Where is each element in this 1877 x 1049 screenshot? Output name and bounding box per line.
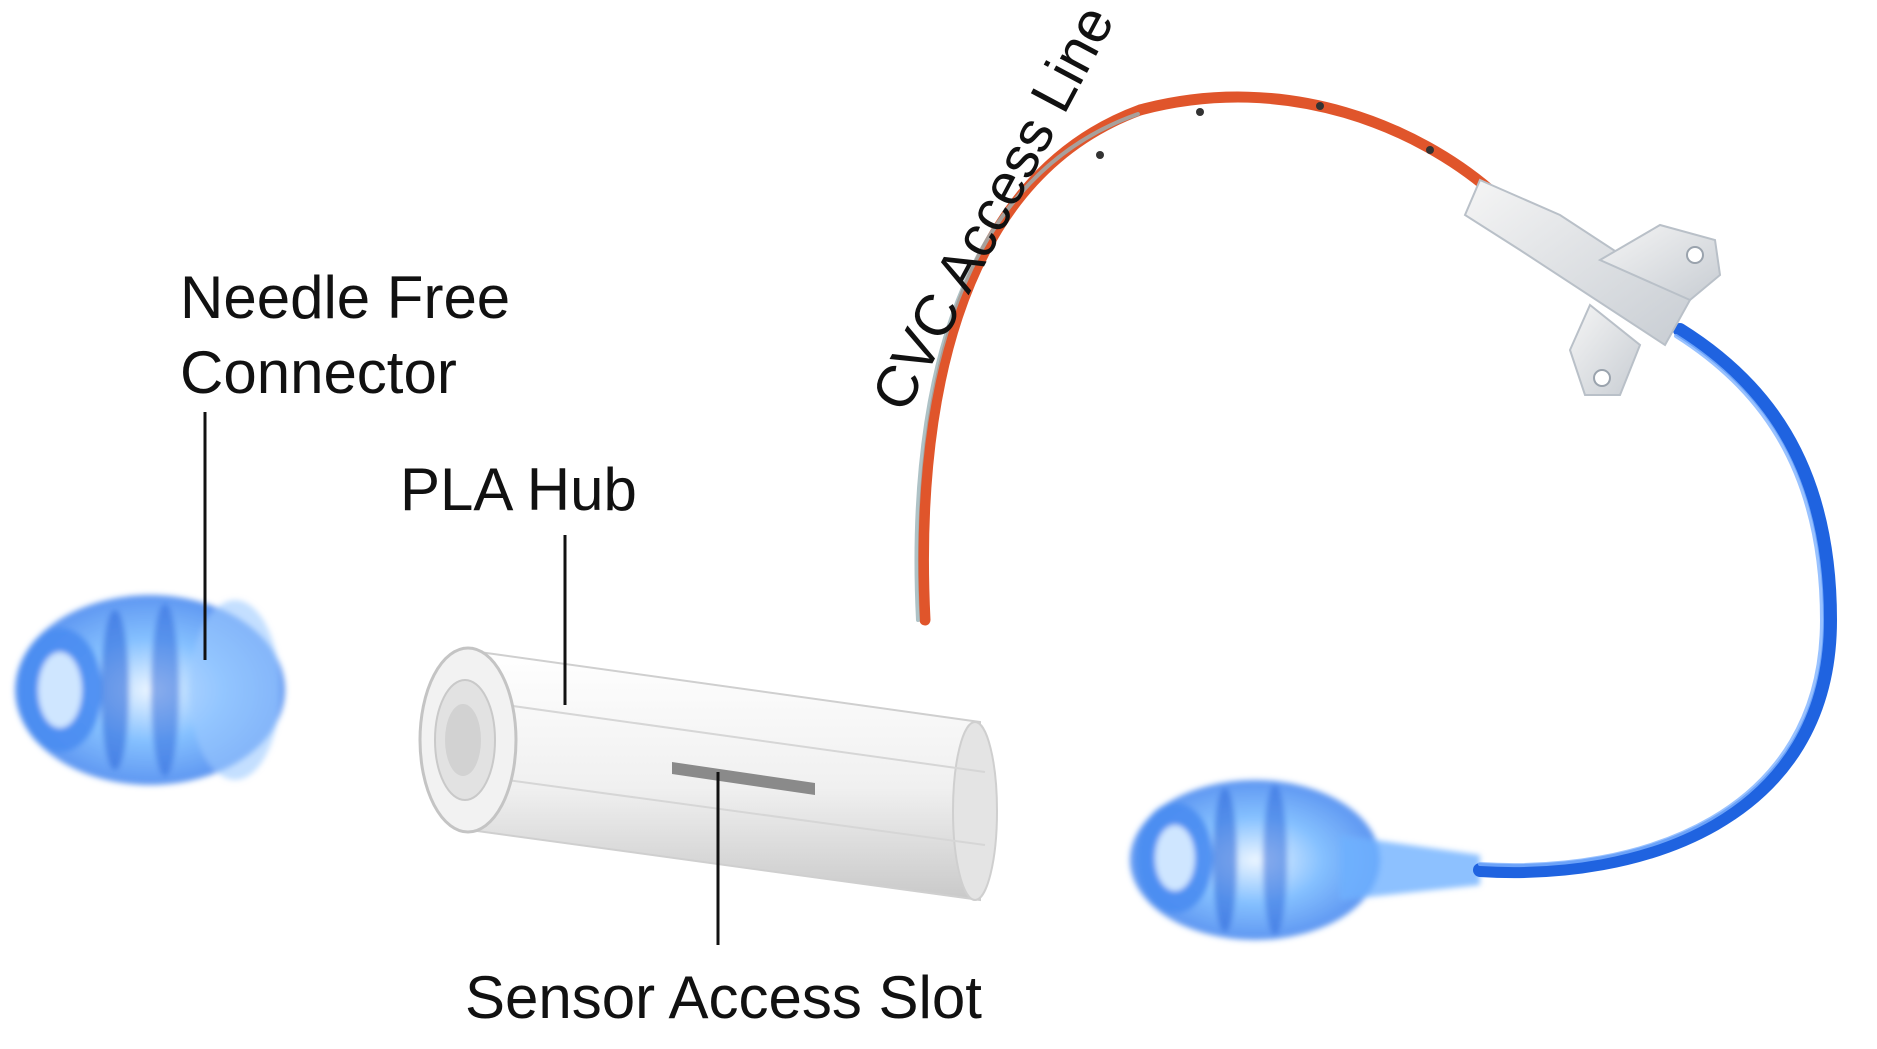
needle-free-connector-left [15, 595, 285, 785]
sensor-access-slot [672, 762, 815, 795]
blue-extension-line [1473, 323, 1838, 879]
label-sensor-access-slot: Sensor Access Slot [465, 964, 982, 1031]
pla-hub [418, 646, 998, 902]
label-needle-free-line2: Connector [180, 339, 457, 406]
label-pla-hub: PLA Hub [400, 456, 637, 523]
label-needle-free-line1: Needle Free [180, 264, 510, 331]
label-cvc-access-line: CVC Access Line [859, 0, 1127, 421]
catheter-hub [1463, 178, 1722, 396]
needle-free-connector-right [1130, 780, 1480, 940]
